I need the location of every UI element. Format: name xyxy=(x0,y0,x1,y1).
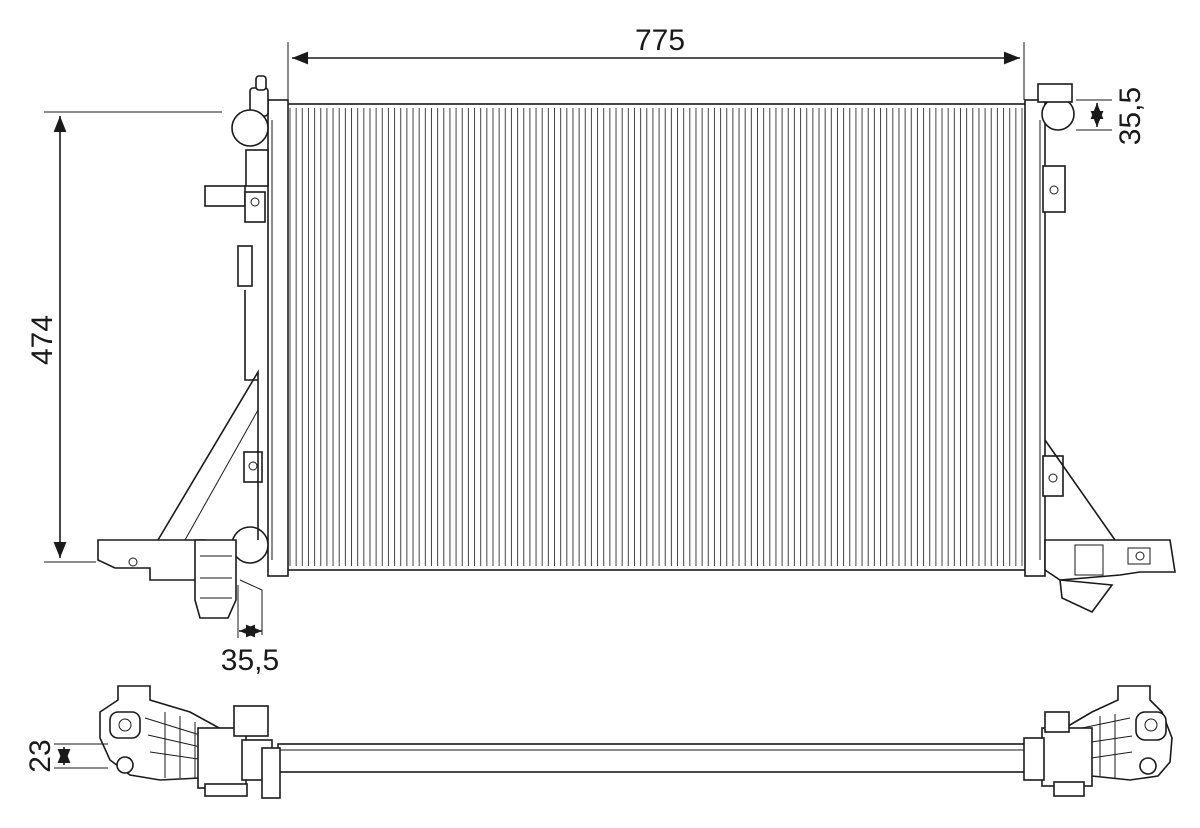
right-offset-value: 35,5 xyxy=(1114,87,1147,145)
cooling-fins xyxy=(289,108,1023,566)
right-tank xyxy=(1024,83,1176,614)
depth-dimension: 23 xyxy=(24,739,108,773)
top-view-right-end xyxy=(1023,685,1173,797)
top-view-core xyxy=(277,743,1031,773)
top-view: 23 xyxy=(24,685,1173,799)
radiator-core xyxy=(284,103,1028,571)
height-dimension: 474 xyxy=(26,111,222,563)
depth-value: 23 xyxy=(24,739,57,772)
top-view-left-end xyxy=(99,685,281,799)
height-value: 474 xyxy=(26,315,59,365)
right-offset-dimension: 35,5 xyxy=(1076,87,1147,145)
width-dimension: 775 xyxy=(287,24,1025,100)
front-view: 775 474 35,5 35,5 xyxy=(26,24,1176,677)
width-value: 775 xyxy=(635,24,685,57)
bottom-offset-dimension: 35,5 xyxy=(221,624,279,677)
left-tank xyxy=(97,75,289,638)
bottom-offset-value: 35,5 xyxy=(221,644,279,677)
